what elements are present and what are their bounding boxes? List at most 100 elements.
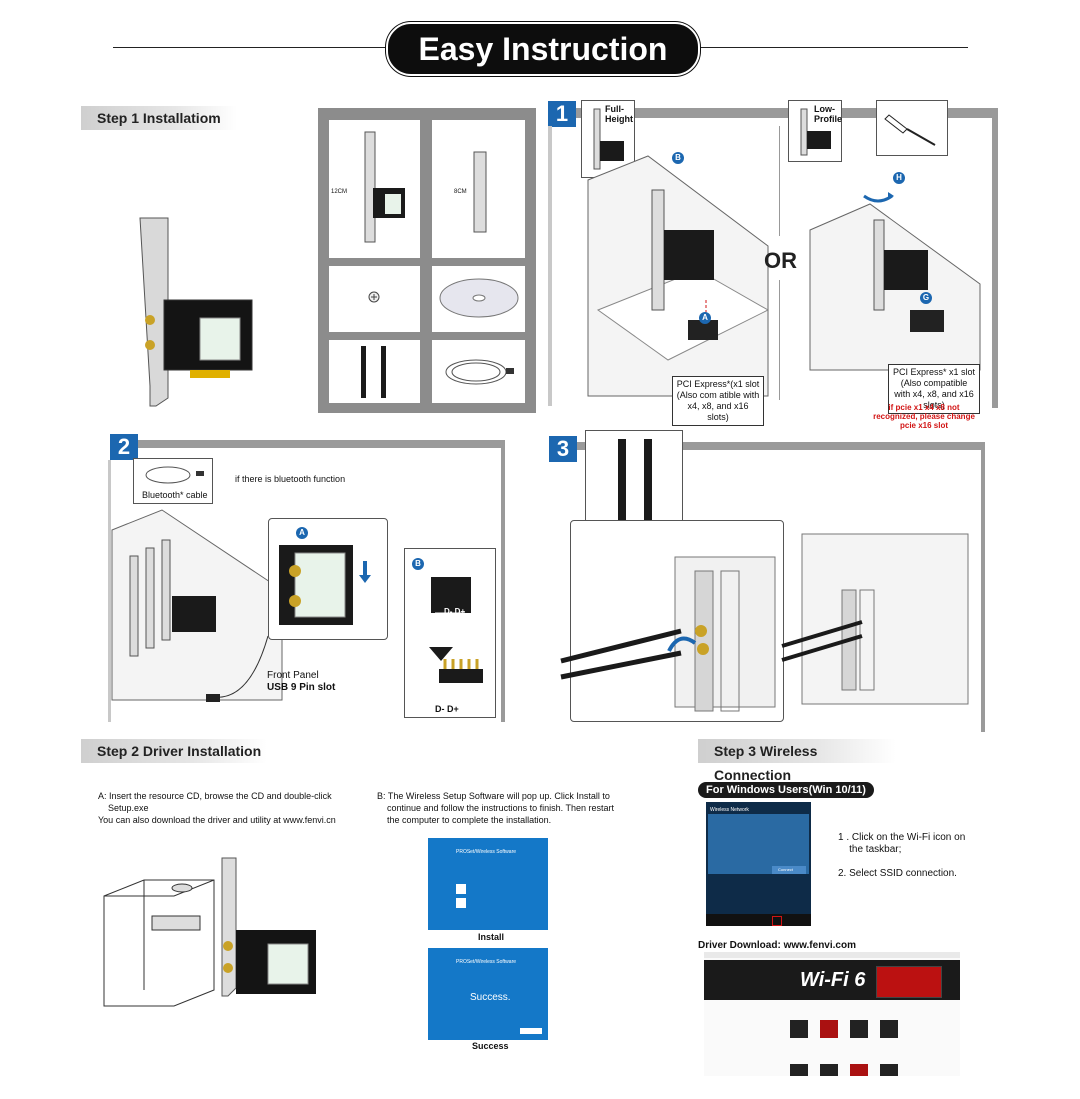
usb-header-pins-icon	[415, 557, 485, 707]
full-height-label: Full- Height	[605, 104, 633, 124]
success-text: Success.	[470, 992, 511, 1004]
page-title: Easy Instruction	[386, 22, 700, 76]
badge-a-step1: A	[699, 312, 711, 324]
panel3-number: 3	[549, 436, 577, 462]
callout-a-box	[268, 518, 388, 640]
panel2-right-bar	[501, 440, 505, 722]
product-thumb[interactable]	[790, 1020, 808, 1038]
pc-chassis-bluetooth	[112, 500, 282, 710]
kit-cell-cable	[432, 340, 525, 403]
antenna-attach-illustration	[571, 521, 783, 721]
product-thumb[interactable]	[850, 1020, 868, 1038]
antenna-pair-icon	[355, 344, 395, 400]
website-banner: Wi-Fi 6	[704, 960, 960, 1000]
pins-label-top: D- D+	[444, 606, 465, 618]
wifi-flyout-screenshot: Wireless Network Connect	[706, 802, 811, 926]
driver-download-label: Driver Download: www.fenvi.com	[698, 940, 856, 952]
badge-b-step2: B	[412, 558, 424, 570]
wifi-instruction-2: 2. Select SSID connection.	[838, 868, 957, 880]
bluetooth-cable-icon	[440, 354, 518, 390]
badge-a-step2: A	[296, 527, 308, 539]
success-dialog-title: PROSet/Wireless Software	[456, 956, 516, 968]
website-product-row	[790, 1062, 910, 1076]
bluetooth-cable-icon	[140, 463, 206, 487]
screw-icon	[367, 290, 381, 304]
usb-slot-label: USB 9 Pin slot	[267, 682, 335, 694]
kit-cell-antennas	[329, 340, 420, 403]
website-product-row	[790, 1014, 910, 1044]
kit-cell-cd	[432, 266, 525, 332]
wifi-connect-button[interactable]: Connect	[772, 866, 806, 874]
front-panel-label: Front Panel	[267, 670, 319, 682]
card-closeup-icon	[275, 541, 375, 631]
pcie-warning: if pcie x1 x4 x8 not recognized, please …	[868, 403, 980, 430]
bt-note: if there is bluetooth function	[235, 473, 345, 485]
driver-step-a: A: Insert the resource CD, browse the CD…	[98, 790, 368, 826]
install-option-install[interactable]	[456, 884, 466, 894]
panel2-number: 2	[110, 434, 138, 460]
label-12cm: 12CM	[331, 186, 347, 198]
screwdriver-thumb	[876, 100, 948, 156]
product-thumb[interactable]	[850, 1064, 868, 1076]
antenna-pair-icon	[612, 437, 662, 527]
badge-h-step1: H	[893, 172, 905, 184]
pins-label-bottom: D- D+	[435, 703, 459, 715]
or-label: OR	[764, 248, 797, 274]
or-divider	[779, 126, 780, 236]
driver-tab: Step 2 Driver Installation	[81, 739, 267, 763]
package-contents-grid: 12CM 8CM	[318, 108, 536, 413]
pc-chassis-rear	[782, 530, 972, 710]
wifi-taskbar-icon[interactable]	[772, 916, 782, 926]
success-finish-button[interactable]	[520, 1028, 542, 1034]
pc-chassis-full-height	[588, 150, 768, 400]
low-profile-label: Low- Profile	[814, 104, 842, 124]
pc-with-cd-illustration	[98, 856, 328, 1006]
badge-b-step1: B	[672, 152, 684, 164]
install-dialog-title: PROSet/Wireless Software	[456, 846, 516, 858]
website-nav	[704, 952, 960, 958]
success-caption: Success	[472, 1040, 509, 1052]
cd-icon	[438, 276, 520, 320]
or-divider-lower	[779, 280, 780, 400]
wifi-connect-label: Connect	[778, 866, 793, 874]
wireless-tab: Step 3 Wireless Connection	[698, 739, 896, 763]
antenna-box	[585, 430, 683, 532]
install-dialog: PROSet/Wireless Software	[428, 838, 548, 930]
wifi-instruction-1: 1 . Click on the Wi-Fi icon on the taskb…	[838, 832, 965, 856]
panel2-top-bar	[138, 440, 504, 448]
windows-users-pill: For Windows Users(Win 10/11)	[698, 782, 874, 798]
callout-b-box: D- D+	[404, 548, 496, 718]
panel1-right-bar	[992, 108, 998, 408]
product-thumb[interactable]	[880, 1064, 898, 1076]
full-bracket-card-icon	[347, 128, 407, 248]
kit-cell-screw	[329, 266, 420, 332]
product-thumb[interactable]	[820, 1020, 838, 1038]
kit-cell-full-bracket: 12CM	[329, 120, 420, 258]
panel1-number: 1	[548, 101, 576, 127]
driver-step-b: B: The Wireless Setup Software will pop …	[377, 790, 667, 826]
taskbar	[706, 914, 811, 926]
product-thumb[interactable]	[880, 1020, 898, 1038]
success-dialog: PROSet/Wireless Software Success.	[428, 948, 548, 1040]
product-thumb[interactable]	[790, 1064, 808, 1076]
website-screenshot: Wi-Fi 6	[704, 952, 960, 1076]
install-option-custom[interactable]	[456, 898, 466, 908]
banner-card-image	[876, 966, 942, 998]
slot-note-left: PCI Express*(x1 slot (Also com atible wi…	[672, 376, 764, 426]
panel2-left-bar	[108, 460, 111, 722]
kit-cell-low-bracket: 8CM	[432, 120, 525, 258]
wifi-card-illustration-large	[130, 210, 260, 410]
label-8cm: 8CM	[454, 186, 467, 198]
badge-g-step1: G	[920, 292, 932, 304]
header-rule-right	[698, 47, 968, 48]
bt-cable-box: Bluetooth* cable	[133, 458, 213, 504]
panel1-left-bar	[548, 126, 552, 406]
header-rule-left	[113, 47, 385, 48]
product-thumb[interactable]	[820, 1064, 838, 1076]
step1-tab: Step 1 Installatiom	[81, 106, 237, 130]
pc-chassis-low-profile	[810, 190, 980, 370]
panel3-right-bar	[981, 442, 985, 732]
wifi-network-item[interactable]	[708, 814, 809, 874]
screwdriver-icon	[885, 109, 941, 149]
antenna-closeup	[570, 520, 784, 722]
